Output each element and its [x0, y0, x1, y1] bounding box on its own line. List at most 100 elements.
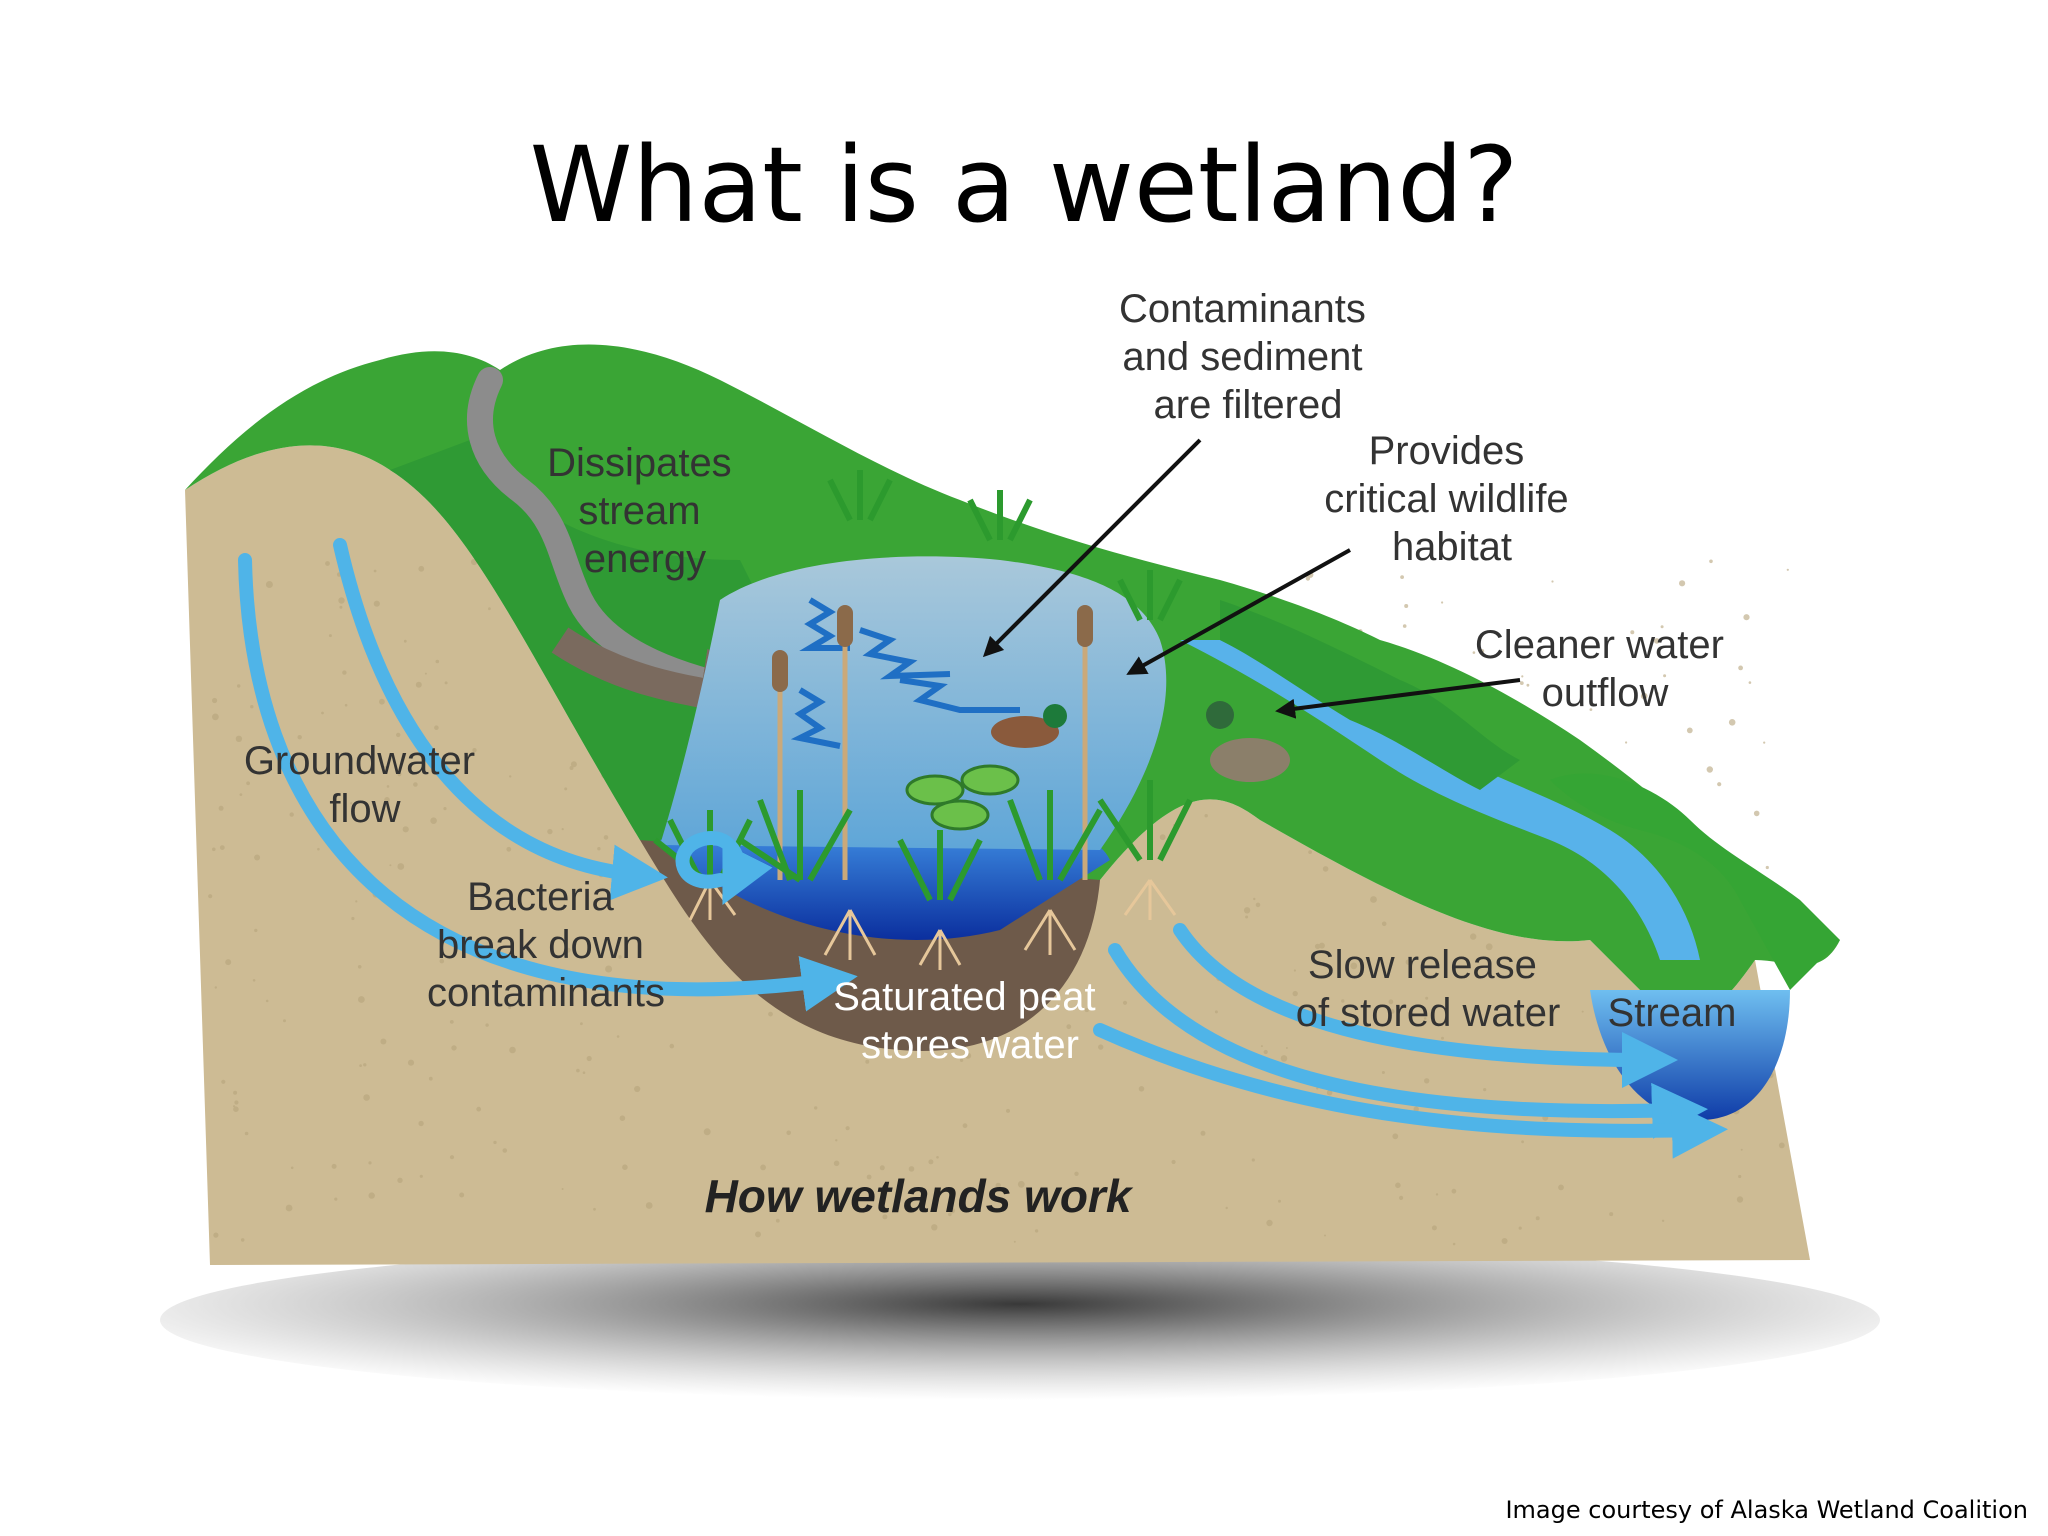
label-slow-release: Slow release of stored water: [1296, 943, 1561, 1035]
soil-grain: [1431, 1225, 1437, 1231]
soil-grain: [397, 772, 402, 777]
soil-grain: [882, 1214, 888, 1220]
soil-grain: [1245, 915, 1249, 919]
soil-grain: [1654, 638, 1660, 644]
soil-grain: [845, 1126, 850, 1131]
soil-grain: [386, 785, 390, 788]
soil-grain: [1535, 1216, 1540, 1221]
soil-grain: [1748, 681, 1752, 684]
soil-grain: [221, 1079, 226, 1084]
soil-grain: [1395, 1182, 1401, 1189]
soil-grain: [1738, 665, 1743, 671]
soil-grain: [480, 895, 485, 900]
soil-grain: [415, 681, 422, 688]
soil-grain: [814, 1106, 818, 1110]
soil-grain: [1663, 674, 1667, 678]
soil-grain: [380, 1038, 387, 1045]
soil-grain: [597, 847, 601, 851]
outflow-stream: [1180, 640, 1700, 960]
soil-grain: [219, 845, 225, 850]
soil-grain: [1389, 1009, 1395, 1014]
soil-grain: [865, 1059, 870, 1064]
soil-grain: [368, 1161, 372, 1165]
block-shadow: [160, 1240, 1880, 1400]
soil-grain: [1251, 1158, 1255, 1162]
soil-grain: [418, 565, 425, 572]
soil-grain: [1322, 866, 1329, 872]
soil-grain: [1292, 990, 1298, 997]
soil-grain: [1280, 1055, 1288, 1062]
soil-grain: [485, 1023, 489, 1027]
soil-grain: [1684, 1143, 1691, 1151]
soil-grain: [1098, 1044, 1104, 1050]
soil-grain: [334, 1197, 338, 1201]
soil-grain: [1706, 766, 1714, 773]
soil-grain: [760, 1164, 766, 1171]
soil-grain: [237, 684, 241, 688]
soil-grain: [775, 1218, 780, 1223]
soil-grain: [1655, 692, 1659, 696]
soil-grain: [339, 605, 343, 609]
soil-grain: [317, 847, 320, 851]
soil-grain: [1521, 1140, 1524, 1144]
soil-grain: [1451, 1188, 1457, 1194]
soil-grain: [1392, 1133, 1399, 1140]
soil-grain: [995, 1182, 1001, 1189]
soil-grain: [373, 600, 380, 607]
soil-grain: [403, 639, 407, 643]
soil-grain: [443, 807, 447, 811]
soil-grain: [1452, 1242, 1456, 1246]
soil-grain: [338, 597, 345, 604]
soil-grain: [213, 1232, 219, 1238]
soil-grain: [342, 670, 347, 675]
soil-grain: [1763, 741, 1766, 744]
duck-on-bank-icon: [1206, 701, 1290, 782]
soil-grain: [1485, 943, 1493, 951]
soil-grain: [1472, 651, 1476, 654]
soil-grain: [407, 1059, 415, 1066]
soil-grain: [285, 1204, 293, 1212]
soil-grain: [1736, 1196, 1744, 1203]
soil-grain: [1171, 1159, 1176, 1165]
soil-grain: [1526, 683, 1530, 687]
soil-grain: [1006, 1108, 1010, 1113]
soil-grain: [321, 711, 324, 715]
soil-grain: [379, 698, 385, 705]
soil-grain: [1581, 1010, 1584, 1013]
soil-grain: [603, 835, 609, 840]
label-stream: Stream: [1608, 991, 1737, 1035]
soil-grain: [1516, 968, 1522, 974]
incoming-stream: [467, 367, 753, 703]
label-groundwater: Groundwater flow: [244, 739, 486, 831]
soil-grain: [569, 766, 574, 770]
image-credit: Image courtesy of Alaska Wetland Coaliti…: [1505, 1496, 2028, 1524]
soil-grain: [570, 761, 577, 768]
soil-grain: [1630, 630, 1635, 635]
soil-grain: [357, 965, 362, 969]
soil-grain: [265, 581, 273, 588]
soil-grain: [358, 996, 365, 1003]
soil-grain: [290, 1166, 294, 1170]
soil-grain: [1388, 999, 1394, 1005]
soil-grain: [866, 1174, 872, 1180]
soil-grain: [1679, 580, 1686, 587]
soil-grain: [419, 1174, 423, 1178]
soil-grain: [1159, 834, 1166, 841]
soil-grain: [605, 965, 613, 973]
soil-grain: [434, 725, 439, 730]
soil-grain: [396, 732, 401, 738]
soil-grain: [1709, 559, 1713, 564]
label-habitat: Provides critical wildlife habitat: [1324, 429, 1580, 569]
soil-grain: [252, 979, 256, 982]
duck-icon: [991, 704, 1067, 748]
groundwater-arrows: [238, 538, 1728, 1159]
soil-grain: [768, 1011, 773, 1017]
soil-grain: [1381, 1071, 1385, 1074]
soil-grain: [1253, 897, 1256, 901]
soil-grain: [1518, 1226, 1522, 1230]
label-contaminants: Contaminants and sediment are filtered: [1119, 287, 1377, 427]
soil-grain: [1405, 959, 1412, 965]
soil-grain: [1483, 1088, 1487, 1092]
